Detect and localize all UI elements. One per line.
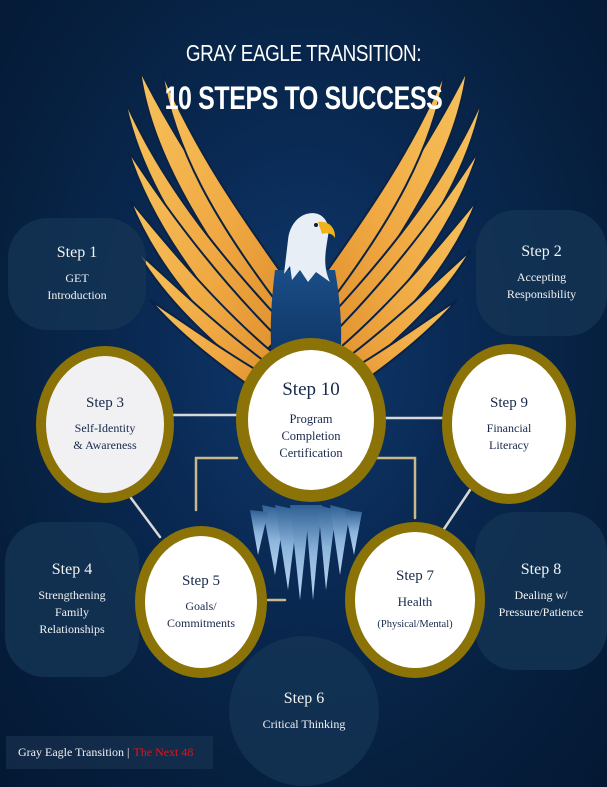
step-3-circle: Step 3 Self-Identity & Awareness xyxy=(36,346,174,503)
step-10-label: Step 10 xyxy=(282,378,340,400)
connector-lines xyxy=(123,413,472,602)
step-7-desc: Health (Physical/Mental) xyxy=(377,593,453,630)
eagle-head-icon xyxy=(284,213,336,282)
step-6-card: Step 6 Critical Thinking xyxy=(229,636,379,786)
step-6-label: Step 6 xyxy=(283,689,325,707)
step-1-label: Step 1 xyxy=(56,244,98,261)
step-9-label: Step 9 xyxy=(490,394,528,411)
step-9-desc: Financial Literacy xyxy=(486,420,532,452)
step-1-card: Step 1 GET Introduction xyxy=(8,218,146,330)
step-5-desc: Goals/ Commitments xyxy=(166,598,235,630)
right-wing-icon xyxy=(315,69,483,392)
step-4-label: Step 4 xyxy=(51,561,93,578)
step-3-desc: Self-Identity & Awareness xyxy=(73,421,137,452)
step-3-label: Step 3 xyxy=(86,395,124,411)
tail-feathers-icon xyxy=(250,505,362,600)
step-2-label: Step 2 xyxy=(521,243,562,260)
step-4-card: Step 4 Strengthening Family Relationship… xyxy=(5,522,139,677)
step-8-card: Step 8 Dealing w/ Pressure/Patience xyxy=(475,512,607,670)
step-5-circle: Step 5 Goals/ Commitments xyxy=(135,526,267,678)
step-10-circle: Step 10 Program Completion Certification xyxy=(236,338,386,502)
left-wing-icon xyxy=(124,69,292,392)
step-6-desc: Critical Thinking xyxy=(262,716,346,731)
step-9-circle: Step 9 Financial Literacy xyxy=(442,344,576,504)
page-title-line1: GRAY EAGLE TRANSITION: xyxy=(185,40,422,66)
step-5-label: Step 5 xyxy=(182,572,220,589)
eagle-body-icon xyxy=(270,270,342,360)
page-title-line2: 10 STEPS TO SUCCESS xyxy=(164,80,443,116)
footer-brand: Gray Eagle Transition | xyxy=(18,745,130,759)
footer-banner: Gray Eagle Transition | The Next 48 xyxy=(6,736,213,769)
step-10-desc: Program Completion Certification xyxy=(279,411,343,460)
step-2-card: Step 2 Accepting Responsibility xyxy=(476,210,607,336)
step-8-label: Step 8 xyxy=(520,561,562,578)
step-7-label: Step 7 xyxy=(396,567,434,584)
step-7-circle: Step 7 Health (Physical/Mental) xyxy=(345,522,485,678)
step-4-desc: Strengthening Family Relationships xyxy=(38,588,106,636)
step-2-desc: Accepting Responsibility xyxy=(506,270,577,301)
step-8-desc: Dealing w/ Pressure/Patience xyxy=(498,588,584,619)
footer-tagline: The Next 48 xyxy=(133,745,194,759)
step-1-desc: GET Introduction xyxy=(47,271,107,302)
